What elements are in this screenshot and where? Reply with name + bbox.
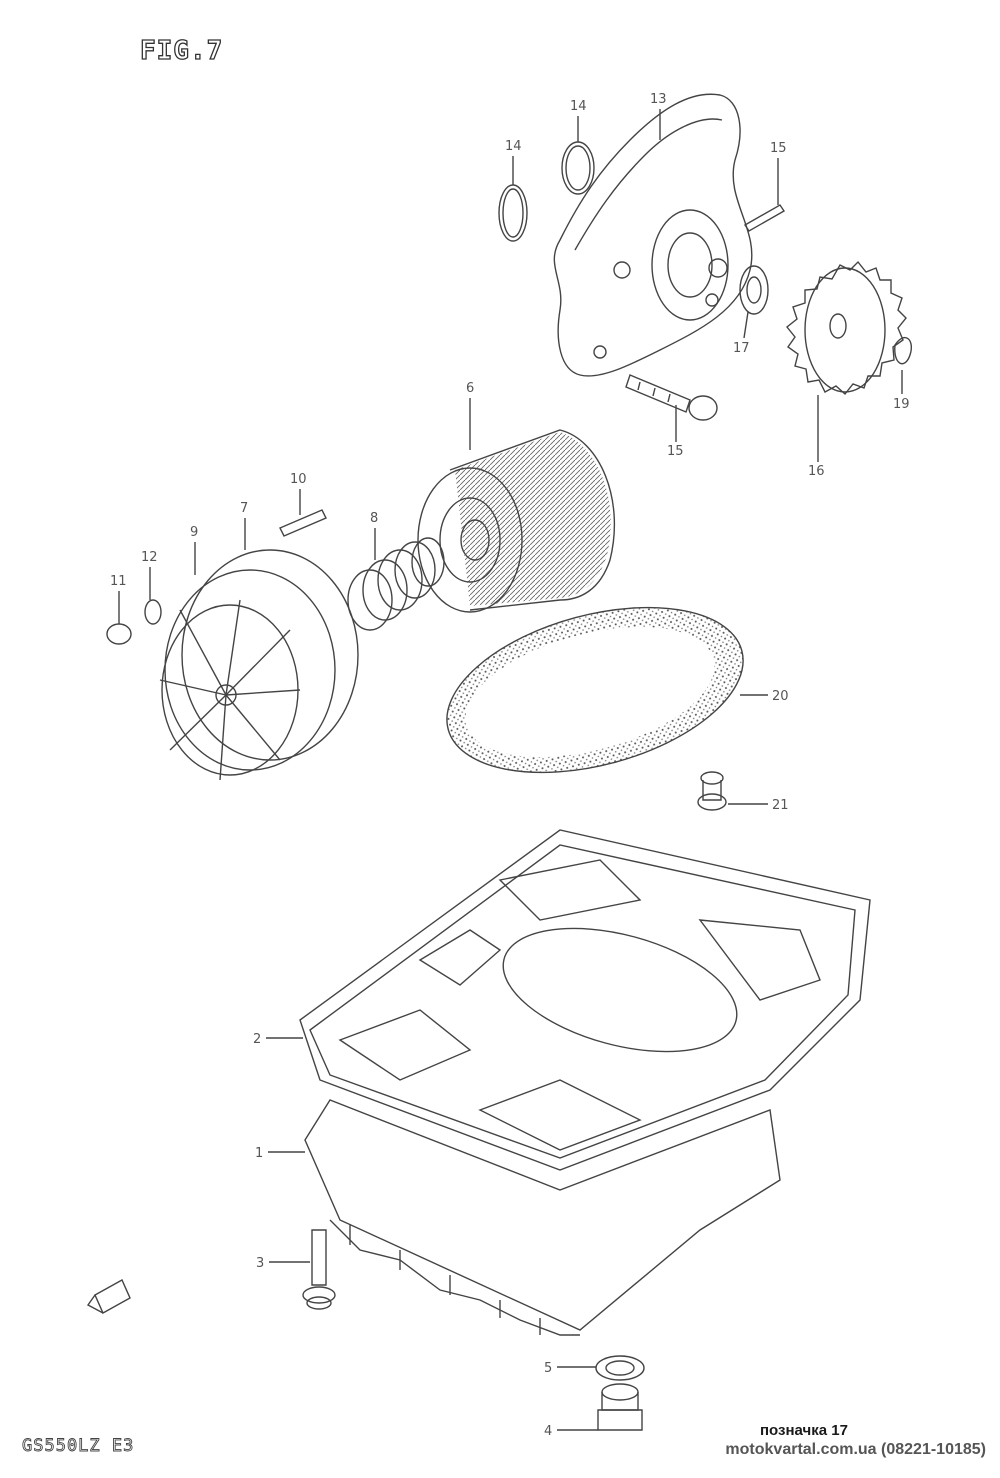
callout-label: 3: [256, 1256, 264, 1271]
callout-label: 12: [141, 550, 158, 565]
front-arrow-icon: [86, 1279, 131, 1314]
callout-21: 21: [728, 798, 789, 813]
callout-label: 5: [544, 1361, 552, 1376]
callout-label: 14: [570, 99, 587, 114]
filter-cap-9: [159, 549, 359, 781]
callout-10: 10: [290, 472, 307, 515]
callout-label: 15: [770, 141, 787, 156]
drain-plug-4: [597, 1383, 643, 1431]
callout-16: 16: [808, 395, 825, 479]
callout-15: 15: [667, 405, 684, 459]
watermark-mark: позначка 17: [760, 1422, 848, 1439]
callout-label: 17: [733, 341, 750, 356]
bolt-3: [302, 1229, 336, 1310]
watermark-site: motokvartal.com.ua (08221-10185): [725, 1441, 986, 1458]
callout-5: 5: [544, 1361, 596, 1376]
callout-label: 21: [772, 798, 789, 813]
washer-12: [144, 599, 162, 625]
bolt-15: [625, 374, 718, 421]
callout-label: 8: [370, 511, 378, 526]
oil-strainer-20: [446, 606, 744, 774]
oil-filter-6: [417, 429, 616, 613]
callout-label: 1: [255, 1146, 263, 1161]
figure-title: FIG.7: [139, 35, 224, 66]
pump-gear-16: [786, 260, 907, 396]
callout-14b: 14: [570, 99, 587, 142]
callout-11: 11: [110, 574, 127, 624]
washer-17: [739, 265, 769, 315]
clip-19: [894, 336, 912, 365]
o-ring-14b: [561, 141, 595, 195]
callout-label: 11: [110, 574, 127, 589]
callout-label: 20: [772, 689, 789, 704]
spring-8: [347, 537, 445, 631]
callout-label: 9: [190, 525, 198, 540]
cap-bolt-11: [106, 623, 132, 645]
callout-12: 12: [141, 550, 158, 600]
callout-label: 19: [893, 397, 910, 412]
callout-label: 15: [667, 444, 684, 459]
callout-label: 2: [253, 1032, 261, 1047]
oil-pan-1: [304, 1099, 781, 1336]
callout-19: 19: [893, 370, 910, 412]
callout-3: 3: [256, 1256, 310, 1271]
callout-4: 4: [544, 1424, 598, 1439]
oil-pan-gasket-2: [299, 829, 871, 1171]
callout-2: 2: [253, 1032, 303, 1047]
callout-label: 13: [650, 92, 667, 107]
callout-8: 8: [370, 511, 378, 560]
callout-label: 10: [290, 472, 307, 487]
screw-21: [697, 771, 727, 811]
model-code: GS550LZ E3: [22, 1436, 135, 1457]
callout-20: 20: [740, 689, 789, 704]
callout-9: 9: [190, 525, 198, 575]
callout-label: 6: [466, 381, 474, 396]
pin-10: [279, 509, 327, 537]
gasket-5: [595, 1355, 645, 1381]
callout-18: 15: [770, 141, 787, 205]
callout-label: 7: [240, 501, 248, 516]
callout-1: 1: [255, 1146, 305, 1161]
callout-label: 14: [505, 139, 522, 154]
oil-pump-body: [553, 93, 753, 377]
callout-label: 4: [544, 1424, 552, 1439]
callout-7: 7: [240, 501, 248, 550]
callout-13: 13: [650, 92, 667, 140]
pin-18: [744, 204, 785, 232]
callout-14a: 14: [505, 139, 522, 185]
callout-17: 17: [733, 311, 750, 356]
callout-label: 16: [808, 464, 825, 479]
callout-6: 6: [466, 381, 474, 450]
